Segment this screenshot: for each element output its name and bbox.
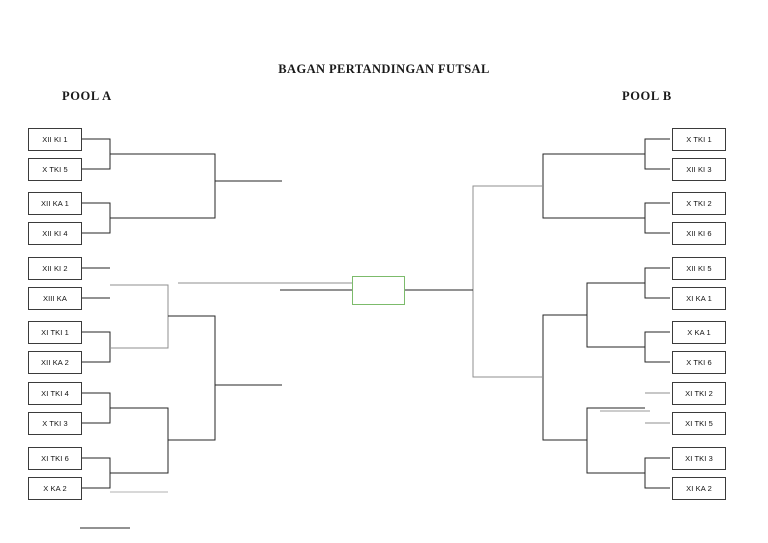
team-box[interactable]: X TKI 5 <box>28 158 82 181</box>
page-title: BAGAN PERTANDINGAN FUTSAL <box>278 62 490 76</box>
team-label: XII KI 4 <box>42 229 68 238</box>
team-label: X TKI 3 <box>42 419 68 428</box>
connector-group-pool-a <box>80 138 352 529</box>
team-box[interactable]: X TKI 6 <box>672 351 726 374</box>
team-label: X TKI 1 <box>686 135 712 144</box>
bracket-connector <box>82 202 111 234</box>
bracket-connector <box>82 457 111 489</box>
team-box[interactable]: XII KA 1 <box>28 192 82 215</box>
team-label: XII KA 2 <box>41 358 69 367</box>
team-box[interactable]: XII KI 3 <box>672 158 726 181</box>
team-label: XI KA 1 <box>686 294 712 303</box>
team-label: XII KI 2 <box>42 264 68 273</box>
team-box[interactable]: XI KA 2 <box>672 477 726 500</box>
team-label: X KA 2 <box>43 484 67 493</box>
bracket-connector <box>82 331 111 363</box>
team-label: XI TKI 3 <box>685 454 713 463</box>
team-label: XII KA 1 <box>41 199 69 208</box>
team-box[interactable]: X KA 1 <box>672 321 726 344</box>
pool-a-heading: POOL A <box>62 89 112 103</box>
team-box[interactable]: XI TKI 6 <box>28 447 82 470</box>
team-box[interactable]: X TKI 1 <box>672 128 726 151</box>
team-box[interactable]: XIII KA <box>28 287 82 310</box>
bracket-connector <box>644 331 670 363</box>
bracket-connector <box>168 315 216 441</box>
bracket-connector <box>82 392 111 424</box>
bracket-connector <box>472 185 543 378</box>
bracket-connector <box>586 282 645 348</box>
team-label: X TKI 6 <box>686 358 712 367</box>
bracket-connector <box>644 202 670 234</box>
bracket-connector <box>542 153 645 219</box>
team-box[interactable]: XI TKI 5 <box>672 412 726 435</box>
team-label: XI TKI 6 <box>41 454 69 463</box>
team-box[interactable]: XII KI 2 <box>28 257 82 280</box>
team-label: XII KI 1 <box>42 135 68 144</box>
team-box[interactable]: XI TKI 4 <box>28 382 82 405</box>
team-label: XI TKI 1 <box>41 328 69 337</box>
bracket-connector <box>110 153 216 219</box>
bracket-connector <box>586 407 645 474</box>
team-label: XII KI 5 <box>686 264 712 273</box>
bracket-connector <box>644 138 670 170</box>
team-box[interactable]: XII KI 1 <box>28 128 82 151</box>
team-label: XIII KA <box>42 294 68 303</box>
bracket-connector <box>542 314 587 441</box>
bracket-connector <box>644 267 670 299</box>
bracket-connector <box>110 407 169 474</box>
team-label: X KA 1 <box>687 328 711 337</box>
team-label: XII KI 6 <box>686 229 712 238</box>
team-label: XI TKI 4 <box>41 389 69 398</box>
team-box[interactable]: X TKI 2 <box>672 192 726 215</box>
team-label: X TKI 5 <box>42 165 68 174</box>
team-label: XII KI 3 <box>686 165 712 174</box>
team-label: XI KA 2 <box>686 484 712 493</box>
team-box[interactable]: XII KA 2 <box>28 351 82 374</box>
team-box[interactable]: XII KI 4 <box>28 222 82 245</box>
team-box[interactable]: XI KA 1 <box>672 287 726 310</box>
team-box[interactable]: X TKI 3 <box>28 412 82 435</box>
team-box[interactable]: XI TKI 1 <box>28 321 82 344</box>
bracket-connector <box>644 457 670 489</box>
team-box[interactable]: XII KI 6 <box>672 222 726 245</box>
bracket-connector <box>82 138 111 170</box>
team-box[interactable]: XI TKI 2 <box>672 382 726 405</box>
pool-b-heading: POOL B <box>622 89 672 103</box>
bracket-connector <box>110 284 169 349</box>
team-box[interactable]: XII KI 5 <box>672 257 726 280</box>
team-label: XI TKI 5 <box>685 419 713 428</box>
team-box[interactable]: X KA 2 <box>28 477 82 500</box>
connector-group-pool-b <box>405 138 670 489</box>
team-label: X TKI 2 <box>686 199 712 208</box>
final-match-box[interactable] <box>352 276 405 305</box>
team-box[interactable]: XI TKI 3 <box>672 447 726 470</box>
team-label: XI TKI 2 <box>685 389 713 398</box>
